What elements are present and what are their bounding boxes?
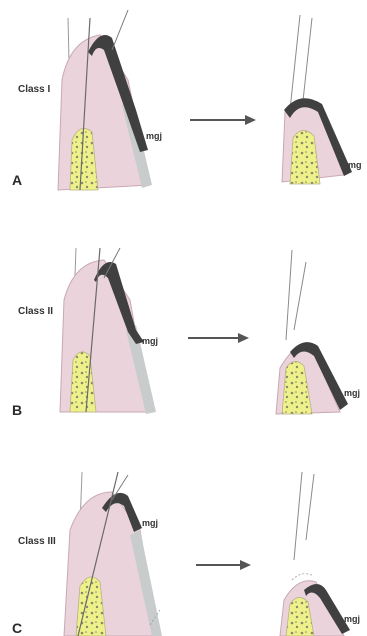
panel-a-arrow (190, 115, 256, 125)
panel-c-arrow (196, 560, 251, 570)
panel-b-before-drawing (60, 248, 156, 414)
panel-c-after-drawing (280, 472, 350, 636)
panel-c-before-drawing (64, 472, 162, 636)
mgj-label-b-after: mgj (344, 388, 360, 398)
panel-a-after-drawing (282, 15, 352, 184)
panel-letter-c: C (12, 620, 22, 636)
mgj-label-b-before: mgj (142, 336, 158, 346)
mgj-label-c-before: mgj (142, 518, 158, 528)
mgj-label-a-after: mg (348, 160, 362, 170)
mgj-label-a-before: mgj (146, 131, 162, 141)
class-label-b: Class II (18, 306, 53, 317)
panel-letter-b: B (12, 402, 22, 418)
panel-b-arrow (188, 333, 249, 343)
panel-a-before-drawing (58, 10, 152, 190)
panel-b-after-drawing (276, 250, 348, 414)
class-label-c: Class III (18, 536, 56, 547)
mgj-label-c-after: mgj (344, 614, 360, 624)
panel-letter-a: A (12, 172, 22, 188)
class-label-a: Class I (18, 84, 50, 95)
